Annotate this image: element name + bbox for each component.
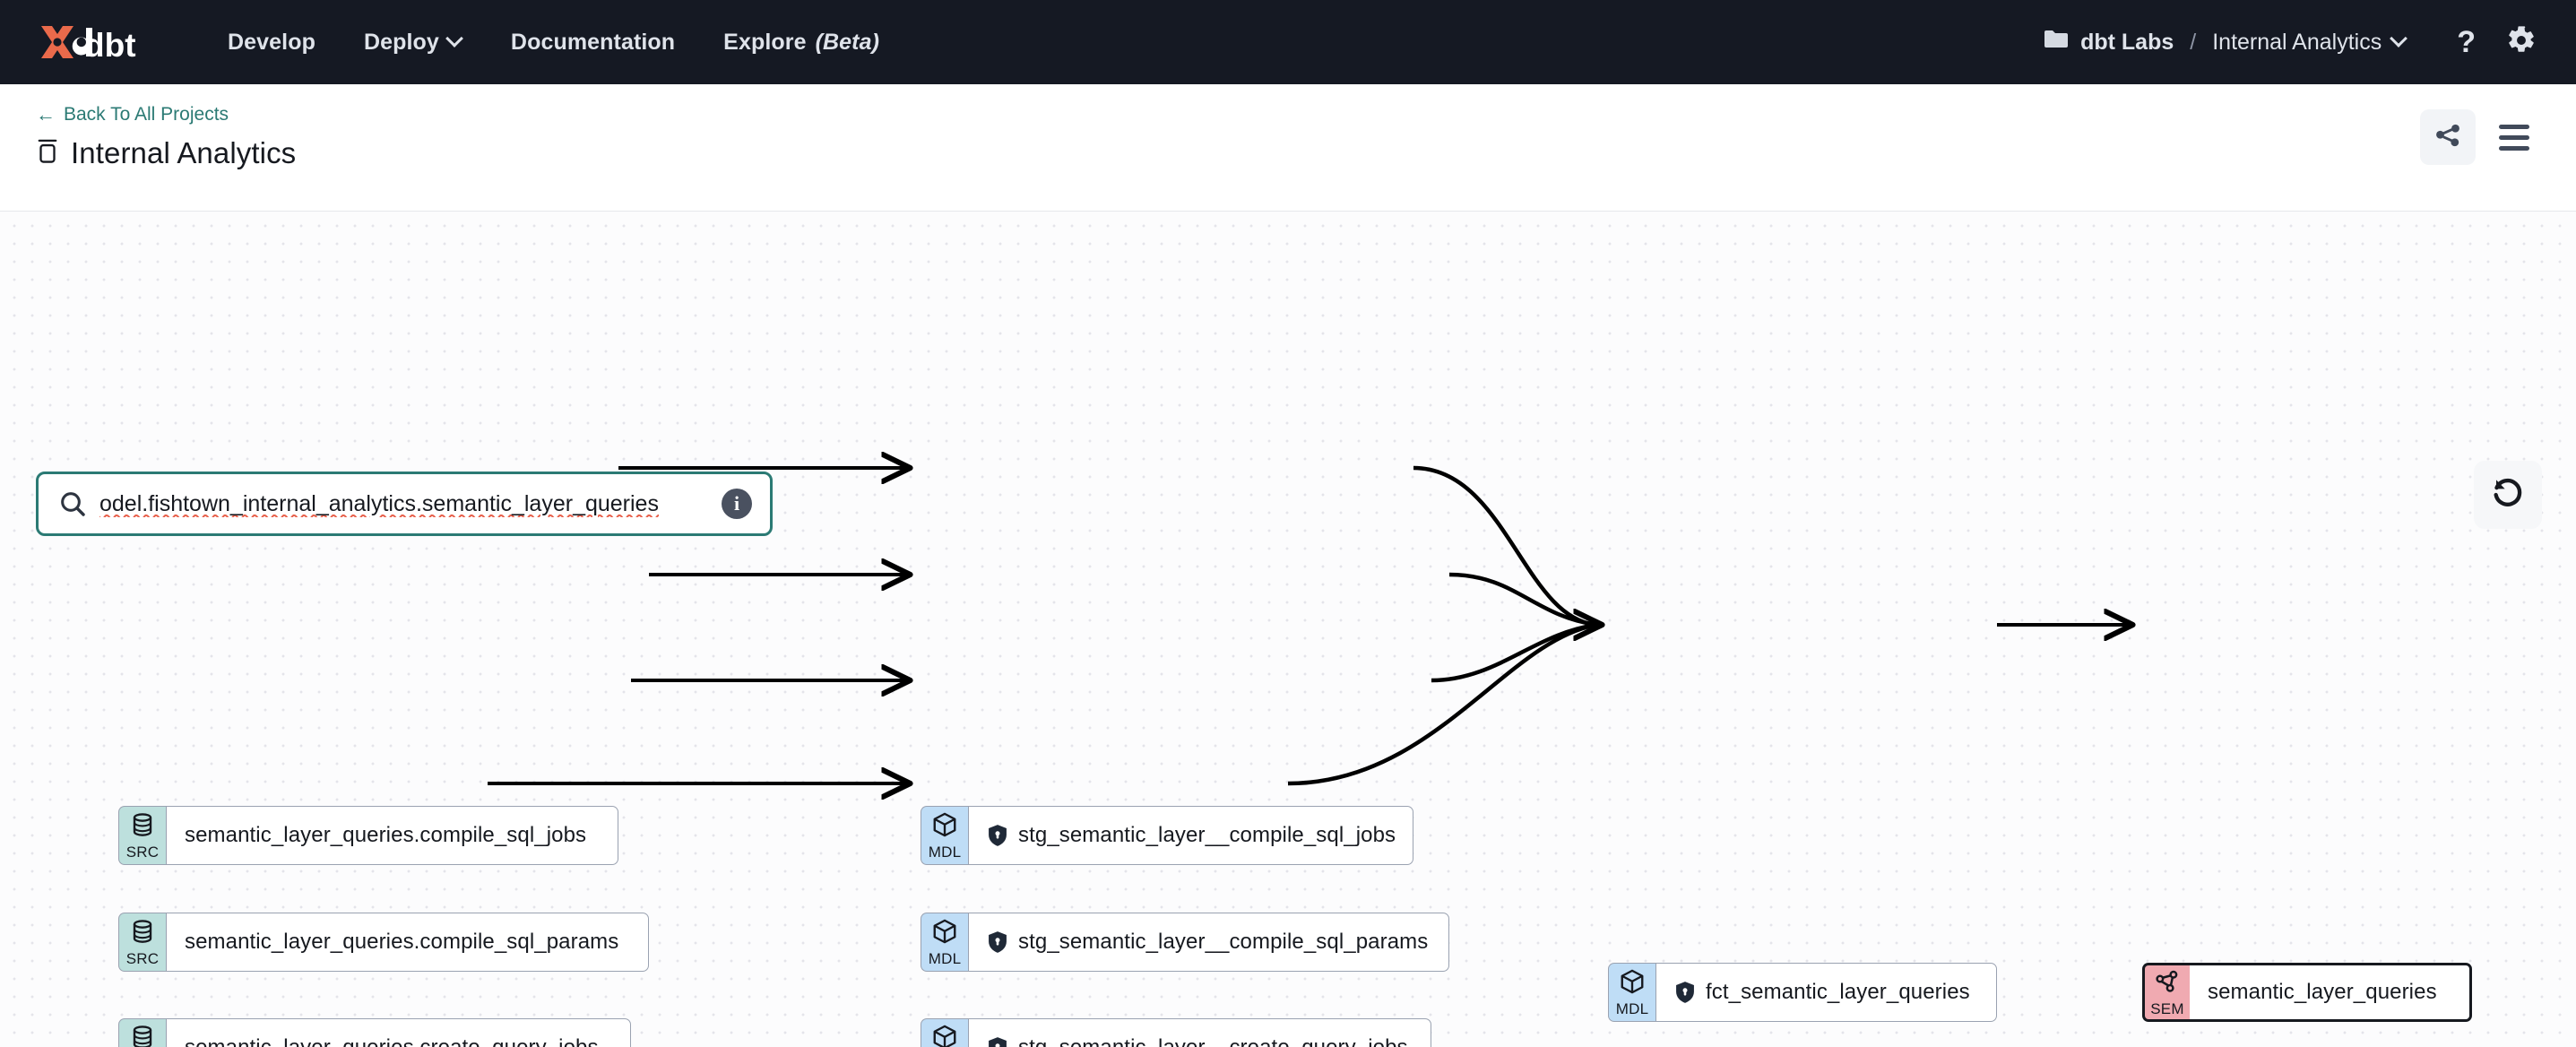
- lineage-search-box[interactable]: i: [36, 472, 773, 536]
- chevron-down-icon: [448, 32, 462, 47]
- node-type-label: MDL: [1615, 1000, 1649, 1017]
- node-type-badge-mdl: MDL: [921, 1018, 968, 1047]
- semantic-graph-icon: [2154, 968, 2181, 999]
- page-title-row: Internal Analytics: [36, 136, 296, 170]
- database-icon: [129, 918, 156, 949]
- node-type-label: SEM: [2150, 1000, 2184, 1017]
- lineage-node-mdl2[interactable]: MDL stg_semantic_layer__compile_sql_param…: [921, 913, 1449, 972]
- search-icon: [58, 489, 87, 518]
- lineage-node-src1[interactable]: SRC semantic_layer_queries.compile_sql_jo…: [118, 806, 618, 865]
- reset-view-button[interactable]: [2474, 461, 2542, 529]
- primary-nav-links: Develop Deploy Documentation Explore (Be…: [228, 30, 879, 56]
- back-link-label: Back To All Projects: [64, 104, 229, 125]
- shield-lock-icon: [987, 930, 1008, 954]
- help-icon[interactable]: ?: [2457, 25, 2476, 59]
- org-name-label: dbt Labs: [2080, 29, 2174, 55]
- node-type-label: SRC: [125, 950, 160, 967]
- chevron-down-icon: [2392, 32, 2407, 47]
- node-type-badge-src: SRC: [118, 913, 166, 972]
- top-navigation-bar: dbt Develop Deploy Documentation Explore…: [0, 0, 2576, 84]
- nav-item-explore-beta-tag: (Beta): [815, 29, 880, 55]
- node-body[interactable]: semantic_layer_queries.compile_sql_param…: [166, 913, 649, 972]
- node-label: semantic_layer_queries.create_query_jobs: [185, 1035, 599, 1047]
- hamburger-line: [2499, 145, 2529, 151]
- database-icon: [36, 138, 59, 169]
- dbt-logo[interactable]: dbt: [36, 21, 172, 64]
- org-breadcrumb[interactable]: dbt Labs: [2044, 29, 2174, 56]
- shield-lock-icon: [987, 1036, 1008, 1047]
- nav-right-cluster: dbt Labs / Internal Analytics ?: [2044, 25, 2537, 60]
- shield-lock-icon: [1674, 981, 1696, 1004]
- reset-arrow-icon: [2490, 475, 2526, 515]
- cube-icon: [931, 811, 958, 843]
- cube-icon: [1619, 968, 1646, 999]
- folder-icon: [2044, 29, 2069, 56]
- nav-item-explore[interactable]: Explore (Beta): [723, 30, 879, 56]
- breadcrumb-separator: /: [2190, 29, 2197, 55]
- node-type-badge-src: SRC: [118, 1018, 166, 1047]
- node-type-badge-mdl: MDL: [921, 913, 968, 972]
- node-type-badge-src: SRC: [118, 806, 166, 865]
- node-body[interactable]: semantic_layer_queries.compile_sql_jobs: [166, 806, 618, 865]
- page-title: Internal Analytics: [71, 136, 297, 169]
- project-subheader: ← Back To All Projects Internal Analytic…: [0, 84, 2576, 212]
- lineage-view-button[interactable]: [2420, 109, 2476, 165]
- lineage-node-mdl3[interactable]: MDL stg_semantic_layer__create_query_jobs: [921, 1018, 1431, 1047]
- lineage-node-src3[interactable]: SRC semantic_layer_queries.create_query_j…: [118, 1018, 631, 1047]
- database-icon: [129, 811, 156, 843]
- lineage-canvas[interactable]: i: [0, 212, 2576, 1047]
- node-body[interactable]: stg_semantic_layer__compile_sql_params: [968, 913, 1449, 972]
- cube-icon: [931, 1024, 958, 1047]
- node-type-label: MDL: [928, 950, 962, 967]
- lineage-node-fct[interactable]: MDL fct_semantic_layer_queries: [1608, 963, 1997, 1022]
- nav-item-deploy[interactable]: Deploy: [364, 30, 462, 56]
- nav-item-develop[interactable]: Develop: [228, 30, 316, 56]
- node-body[interactable]: stg_semantic_layer__create_query_jobs: [968, 1018, 1431, 1047]
- share-graph-icon: [2433, 120, 2463, 155]
- node-label: stg_semantic_layer__compile_sql_jobs: [1018, 823, 1396, 847]
- lineage-node-sem[interactable]: SEM semantic_layer_queries: [2142, 963, 2472, 1022]
- node-type-badge-mdl: MDL: [1608, 963, 1655, 1022]
- nav-item-explore-label: Explore: [723, 29, 807, 55]
- info-icon[interactable]: i: [722, 489, 752, 519]
- node-label: semantic_layer_queries.compile_sql_jobs: [185, 823, 587, 847]
- node-label: fct_semantic_layer_queries: [1706, 980, 1970, 1004]
- lineage-node-src2[interactable]: SRC semantic_layer_queries.compile_sql_pa…: [118, 913, 649, 972]
- node-type-badge-sem: SEM: [2142, 963, 2190, 1022]
- node-label: stg_semantic_layer__compile_sql_params: [1018, 930, 1429, 954]
- back-to-all-projects-link[interactable]: ← Back To All Projects: [36, 104, 296, 125]
- lineage-node-mdl1[interactable]: MDL stg_semantic_layer__compile_sql_jobs: [921, 806, 1413, 865]
- nav-item-documentation-label: Documentation: [510, 29, 676, 55]
- nav-item-documentation[interactable]: Documentation: [511, 30, 675, 56]
- list-view-button[interactable]: [2492, 117, 2537, 158]
- hamburger-line: [2499, 124, 2529, 129]
- cube-icon: [931, 918, 958, 949]
- node-label: semantic_layer_queries.compile_sql_param…: [185, 930, 619, 954]
- node-type-label: MDL: [928, 844, 962, 861]
- nav-item-deploy-label: Deploy: [363, 29, 439, 55]
- project-breadcrumb[interactable]: Internal Analytics: [2212, 30, 2407, 56]
- node-body[interactable]: semantic_layer_queries: [2190, 963, 2472, 1022]
- shield-lock-icon: [987, 824, 1008, 847]
- search-input[interactable]: [99, 490, 713, 517]
- hamburger-line: [2499, 134, 2529, 140]
- node-body[interactable]: semantic_layer_queries.create_query_jobs: [166, 1018, 631, 1047]
- gear-icon[interactable]: [2506, 25, 2537, 60]
- arrow-left-icon: ←: [36, 103, 56, 125]
- project-name-label: Internal Analytics: [2212, 29, 2382, 55]
- subheader-left: ← Back To All Projects Internal Analytic…: [36, 104, 296, 170]
- view-switcher: [2420, 104, 2537, 165]
- svg-text:dbt: dbt: [84, 27, 136, 64]
- node-label: semantic_layer_queries: [2208, 980, 2437, 1004]
- nav-utility-icons: ?: [2457, 25, 2537, 60]
- node-type-label: SRC: [125, 844, 160, 861]
- nav-item-develop-label: Develop: [228, 29, 316, 55]
- node-type-badge-mdl: MDL: [921, 806, 968, 865]
- node-label: stg_semantic_layer__create_query_jobs: [1018, 1035, 1408, 1047]
- node-body[interactable]: stg_semantic_layer__compile_sql_jobs: [968, 806, 1413, 865]
- node-body[interactable]: fct_semantic_layer_queries: [1655, 963, 1997, 1022]
- database-icon: [129, 1024, 156, 1047]
